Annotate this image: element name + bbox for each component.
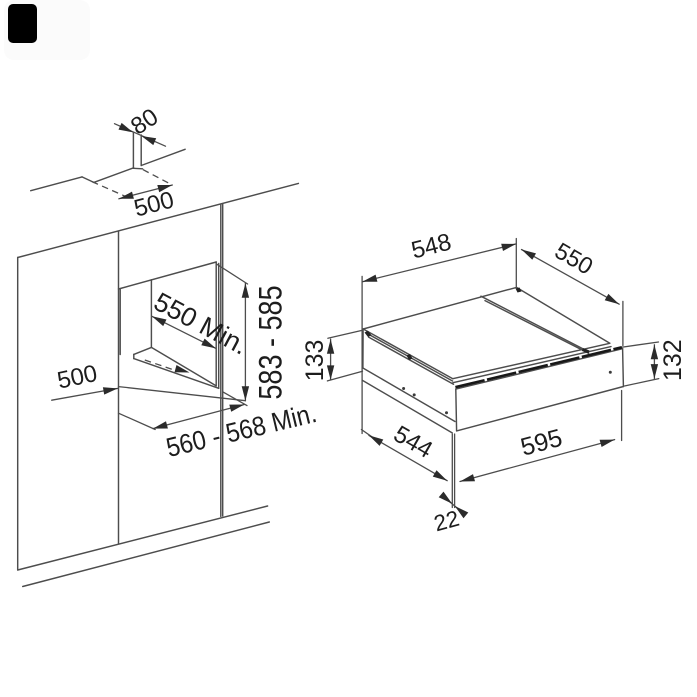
svg-text:583 - 585: 583 - 585 xyxy=(253,285,289,399)
svg-text:133: 133 xyxy=(301,340,329,382)
svg-text:132: 132 xyxy=(659,339,687,381)
